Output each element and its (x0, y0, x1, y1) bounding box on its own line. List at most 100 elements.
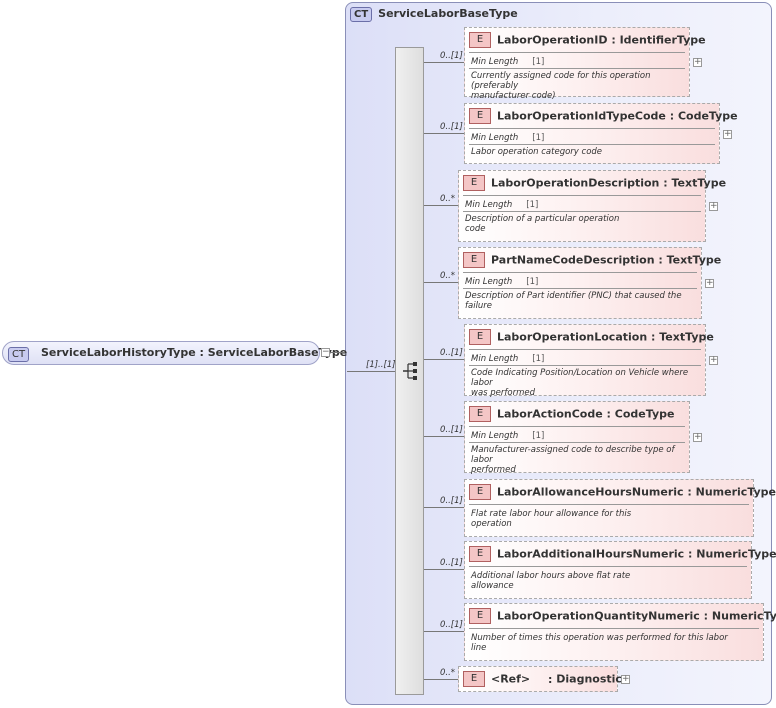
element-name: LaborAllowanceHoursNumeric (497, 485, 684, 499)
divider (469, 365, 701, 366)
element-doc: Labor operation category code (471, 147, 603, 157)
complex-type-badge: CT (350, 7, 373, 22)
element-name: LaborOperationID (497, 33, 608, 47)
element-name: LaborOperationQuantityNumeric (497, 609, 700, 623)
connector-line (331, 352, 345, 353)
element-name: LaborAdditionalHoursNumeric (497, 547, 685, 561)
element-multiplicity: 0..[1] (440, 620, 463, 630)
expand-icon[interactable]: + (693, 57, 702, 67)
expand-icon[interactable]: + (705, 278, 714, 288)
divider (469, 504, 749, 505)
element-name: <Ref> (491, 672, 531, 686)
facet-label: Min Length (465, 200, 513, 210)
facet-label: Min Length (471, 431, 519, 441)
connector-line (424, 62, 464, 63)
divider (469, 128, 715, 129)
element-type: NumericType (711, 609, 776, 623)
element-type: TextType (671, 176, 727, 190)
element-multiplicity: 0..[1] (440, 348, 463, 358)
element-labor-operation-quantity-numeric[interactable]: E LaborOperationQuantityNumeric : Numeric… (464, 603, 776, 661)
connector-line (424, 205, 458, 206)
element-type: Diagnostics (556, 672, 629, 686)
type-separator: : (669, 109, 675, 123)
connector-line (347, 371, 395, 372)
element-badge: E (469, 32, 491, 48)
element-multiplicity: 0..[1] (440, 51, 463, 61)
divider (469, 566, 747, 567)
connector-line (424, 359, 464, 360)
facet-row: Min Length[1] (471, 431, 544, 441)
root-type-label: ServiceLaborHistoryType : ServiceLaborBa… (41, 346, 348, 359)
facet-label: Min Length (471, 133, 519, 143)
element-type: TextType (666, 253, 722, 267)
facet-label: Min Length (471, 57, 519, 67)
sequence-compositor-icon[interactable] (402, 362, 420, 380)
element-diagnostics-ref[interactable]: E<Ref> : Diagnostics + (458, 666, 630, 692)
element-type: IdentifierType (619, 33, 706, 47)
type-separator: : (651, 330, 656, 344)
divider (469, 144, 715, 145)
element-badge: E (469, 108, 491, 124)
element-name: PartNameCodeDescription (491, 253, 655, 267)
facet-row: Min Length[1] (471, 354, 544, 364)
element-badge: E (463, 671, 485, 687)
divider (469, 68, 685, 69)
element-name: LaborOperationIdTypeCode (497, 109, 666, 123)
connector-line (424, 679, 458, 680)
collapse-icon[interactable]: − (321, 347, 330, 357)
connector-line (424, 631, 464, 632)
element-multiplicity: 0..[1] (440, 496, 463, 506)
divider (463, 211, 701, 212)
element-labor-operation-description[interactable]: E LaborOperationDescription : TextType Mi… (458, 170, 726, 242)
facet-row: Min Length [1] (465, 200, 538, 210)
facet-value: [1] (532, 354, 545, 364)
element-badge: E (463, 252, 485, 268)
expand-icon[interactable]: + (709, 355, 718, 365)
element-type: NumericType (695, 485, 776, 499)
divider (469, 426, 685, 427)
divider (469, 349, 701, 350)
element-multiplicity: 0..* (440, 194, 456, 204)
element-multiplicity: 0..* (440, 668, 456, 678)
facet-row: Min Length [1] (471, 133, 544, 143)
divider (463, 195, 701, 196)
expand-icon[interactable]: + (621, 674, 630, 684)
element-doc: Currently assigned code for this operati… (471, 71, 651, 101)
root-type-node[interactable]: CT ServiceLaborHistoryType : ServiceLabo… (2, 341, 347, 365)
expand-icon[interactable]: + (693, 432, 702, 442)
element-badge: E (469, 608, 491, 624)
element-name: LaborOperationDescription (491, 176, 660, 190)
facet-label: Min Length (465, 277, 513, 287)
divider (469, 52, 685, 53)
element-doc: Code Indicating Position/Location on Veh… (471, 368, 689, 398)
expand-icon[interactable]: + (709, 201, 718, 211)
expand-icon[interactable]: + (723, 129, 732, 139)
connector-line (424, 507, 464, 508)
facet-value: [1] (532, 57, 545, 67)
element-type: CodeType (614, 407, 675, 421)
type-separator: : (658, 253, 663, 267)
element-badge: E (469, 406, 491, 422)
connector-line (424, 436, 464, 437)
element-badge: E (463, 175, 485, 191)
root-type-badge: CT (8, 347, 30, 362)
facet-value: [1] (532, 133, 545, 143)
element-badge: E (469, 546, 491, 562)
type-separator: : (663, 176, 668, 190)
facet-value: [1] (526, 200, 539, 210)
element-badge: E (469, 484, 491, 500)
element-multiplicity: 0..[1] (440, 122, 463, 132)
element-type: TextType (659, 330, 714, 344)
type-separator: : (703, 609, 709, 623)
divider (469, 442, 685, 443)
element-part-name-code-description[interactable]: E PartNameCodeDescription : TextType Min … (458, 247, 721, 319)
connector-line (424, 282, 458, 283)
